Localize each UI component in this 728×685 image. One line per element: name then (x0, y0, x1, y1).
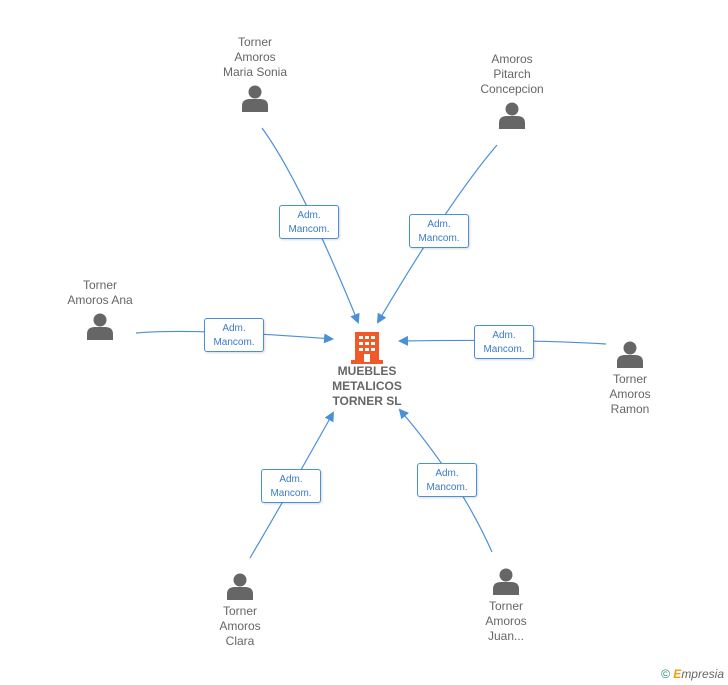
person-icon (87, 313, 113, 340)
person-node-juan[interactable]: Torner Amoros Juan... (446, 567, 566, 644)
brand-initial: E (673, 667, 682, 681)
role-badge-ramon[interactable]: Adm. Mancom. (474, 325, 534, 359)
footer-brand: © Empresia (661, 667, 724, 681)
person-icon (493, 568, 519, 595)
edge-maria-sonia (261, 127, 360, 324)
person-icon (227, 573, 253, 600)
person-name: Torner Amoros Ramon (609, 372, 651, 416)
role-badge-clara[interactable]: Adm. Mancom. (261, 469, 321, 503)
copyright-symbol: © (661, 667, 670, 681)
person-node-clara[interactable]: Torner Amoros Clara (180, 572, 300, 649)
person-icon (617, 341, 643, 368)
person-node-ana[interactable]: Torner Amoros Ana (40, 278, 160, 340)
person-name: Amoros Pitarch Concepcion (480, 52, 544, 96)
person-icon (242, 85, 268, 112)
person-icon (499, 102, 525, 129)
building-icon (351, 332, 383, 364)
person-name: Torner Amoros Ana (67, 278, 133, 307)
person-name: Torner Amoros Clara (219, 604, 261, 648)
person-node-maria-sonia[interactable]: Torner Amoros Maria Sonia (195, 35, 315, 112)
person-name: Torner Amoros Juan... (485, 599, 527, 643)
role-badge-juan[interactable]: Adm. Mancom. (417, 463, 477, 497)
company-name: MUEBLES METALICOS TORNER SL (332, 364, 402, 408)
role-badge-ana[interactable]: Adm. Mancom. (204, 318, 264, 352)
role-badge-maria-sonia[interactable]: Adm. Mancom. (279, 205, 339, 239)
person-name: Torner Amoros Maria Sonia (222, 35, 288, 79)
company-node[interactable]: MUEBLES METALICOS TORNER SL (312, 330, 422, 409)
role-badge-concepcion[interactable]: Adm. Mancom. (409, 214, 469, 248)
person-node-ramon[interactable]: Torner Amoros Ramon (570, 340, 690, 417)
brand-name: mpresia (681, 667, 724, 681)
person-node-concepcion[interactable]: Amoros Pitarch Concepcion (452, 52, 572, 129)
